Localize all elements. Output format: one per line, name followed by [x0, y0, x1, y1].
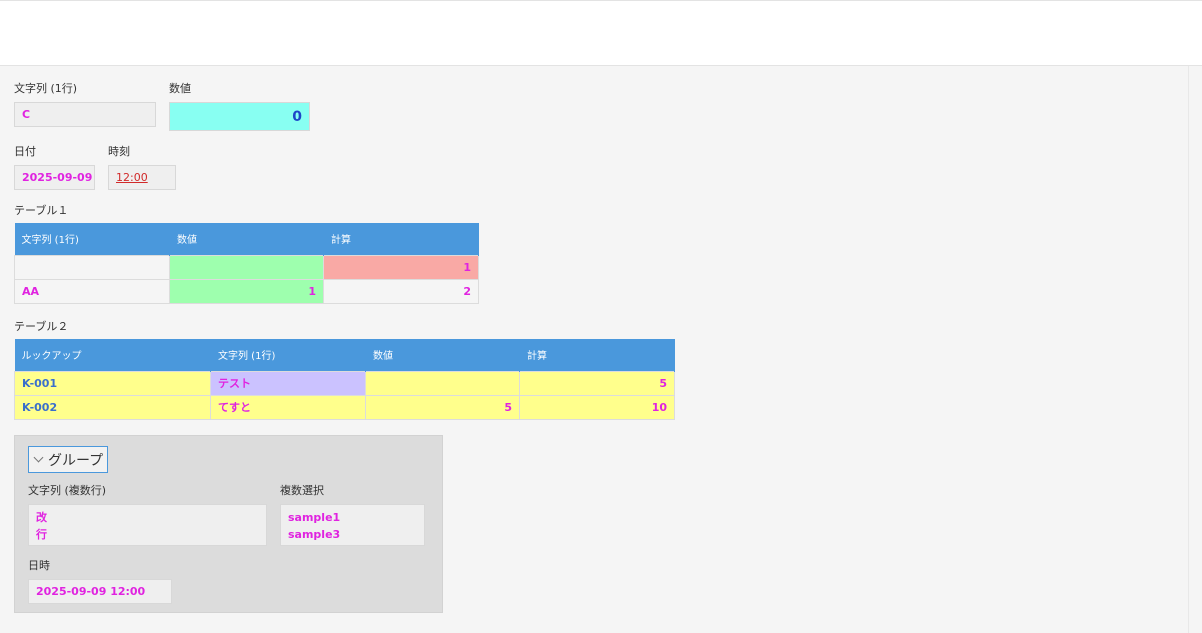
table2: ルックアップ 文字列 (1行) 数値 計算 K-001 テスト 5 K-002 …	[14, 339, 675, 420]
text-line: 行	[36, 528, 47, 541]
table-row: AA 1 2	[14, 278, 479, 304]
table-cell[interactable]: 10	[519, 394, 675, 420]
table2-header-row: ルックアップ 文字列 (1行) 数値 計算	[14, 339, 675, 371]
table-cell[interactable]: 5	[519, 370, 675, 396]
table-cell[interactable]: 5	[365, 394, 520, 420]
field-label: 複数選択	[280, 484, 324, 497]
multi-select-value[interactable]: sample1 sample3	[280, 504, 425, 546]
table-cell[interactable]: 2	[323, 278, 479, 304]
field-label: 数値	[169, 82, 191, 95]
table2-title: テーブル２	[14, 320, 69, 333]
table-cell[interactable]: 1	[169, 278, 324, 304]
table-cell[interactable]: テスト	[210, 370, 366, 396]
field-text-single: 文字列 (1行) C	[14, 82, 156, 127]
field-multi-select: 複数選択 sample1 sample3	[280, 484, 425, 546]
table2-col-header: 文字列 (1行)	[210, 339, 366, 371]
text-multi-value[interactable]: 改 行	[28, 504, 267, 546]
group-toggle-button[interactable]: グループ	[28, 446, 108, 473]
table2-col-header: ルックアップ	[14, 339, 211, 371]
table2-col-header: 数値	[365, 339, 520, 371]
table-cell[interactable]	[14, 254, 170, 280]
time-value-box: 12:00	[108, 165, 176, 190]
field-number: 数値 0	[169, 82, 310, 131]
top-header-bar	[0, 0, 1202, 66]
field-time: 時刻 12:00	[108, 145, 176, 190]
field-text-multi: 文字列 (複数行) 改 行	[28, 484, 267, 546]
time-value-link[interactable]: 12:00	[116, 171, 148, 184]
field-date: 日付 2025-09-09	[14, 145, 95, 190]
text-single-value[interactable]: C	[14, 102, 156, 127]
table-cell[interactable]: 1	[323, 254, 479, 280]
field-label: 日付	[14, 145, 36, 158]
field-label: 日時	[28, 559, 50, 572]
table-row: 1	[14, 254, 479, 280]
table2-col-header: 計算	[519, 339, 675, 371]
field-label: 時刻	[108, 145, 130, 158]
table-cell[interactable]	[365, 370, 520, 396]
table-cell[interactable]	[169, 254, 324, 280]
chevron-down-icon	[33, 452, 44, 463]
table-cell[interactable]: AA	[14, 278, 170, 304]
group-toggle-label: グループ	[48, 452, 104, 469]
datetime-value[interactable]: 2025-09-09 12:00	[28, 579, 172, 604]
number-value[interactable]: 0	[169, 102, 310, 131]
field-label: 文字列 (1行)	[14, 82, 78, 95]
field-label: 文字列 (複数行)	[28, 484, 107, 497]
vertical-scrollbar[interactable]	[1188, 66, 1202, 633]
table-row: K-001 テスト 5	[14, 370, 675, 396]
lookup-cell[interactable]: K-001	[14, 370, 211, 396]
text-line: 改	[36, 511, 47, 524]
table-cell[interactable]: てすと	[210, 394, 366, 420]
date-value[interactable]: 2025-09-09	[14, 165, 95, 190]
table1-title: テーブル１	[14, 204, 69, 217]
table-row: K-002 てすと 5 10	[14, 394, 675, 420]
table1-col-header: 文字列 (1行)	[14, 223, 170, 255]
table1-header-row: 文字列 (1行) 数値 計算	[14, 223, 479, 255]
group-panel: グループ 文字列 (複数行) 改 行 複数選択 sample1 sample3 …	[14, 435, 443, 613]
selected-option: sample3	[288, 528, 341, 541]
lookup-cell[interactable]: K-002	[14, 394, 211, 420]
table1-col-header: 数値	[169, 223, 324, 255]
table1: 文字列 (1行) 数値 計算 1 AA 1 2	[14, 223, 479, 304]
field-datetime: 日時 2025-09-09 12:00	[28, 559, 172, 604]
table1-col-header: 計算	[323, 223, 479, 255]
selected-option: sample1	[288, 511, 341, 524]
